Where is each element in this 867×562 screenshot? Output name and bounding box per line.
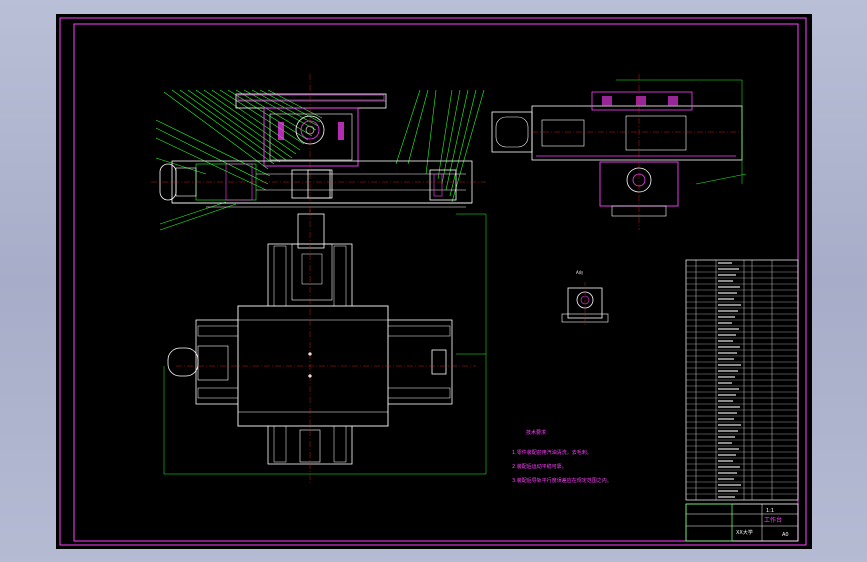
bom-row-text-mark [718,400,733,402]
bom-row-text-mark [718,274,736,276]
bom-row-text-mark [718,328,739,330]
bom-row-text-mark [718,454,736,456]
bom-row-text-mark [718,322,732,324]
bom-row-text-mark [718,430,738,432]
bom-row-text-mark [718,298,734,300]
title-block: 工作台 XX大学 1:1 A0 [685,503,799,542]
bom-row-text-mark [718,412,737,414]
bom-row-text-mark [718,472,737,474]
bom-row-text-mark [718,490,738,492]
bom-row-text-mark [718,292,737,294]
drawing-outer-frame [59,17,807,546]
bom-row-text-mark [718,346,740,348]
detail-label: A向 [576,269,583,275]
bom-row-text-mark [718,496,735,498]
technical-notes: 技术要求 1.零件装配前用汽油清洗，去毛刺。 2.装配后运动平稳可靠。 3.装配… [512,429,612,484]
bom-row-text-mark [718,364,741,366]
bom-table [685,259,799,501]
bom-row-text-mark [718,418,734,420]
bom-row-text-mark [718,316,735,318]
bom-row-text-mark [718,310,738,312]
assembly-drawing: A向 技术要求 1.零件装配前用汽油清洗，去毛刺。 2.装配后运动平稳可靠。 3… [59,17,807,546]
side-view [491,74,747,230]
bom-row-text-mark [718,466,740,468]
title-block-drawing-title: 工作台 [764,516,782,524]
notes-line-2: 2.装配后运动平稳可靠。 [512,463,567,470]
notes-line-1: 1.零件装配前用汽油清洗，去毛刺。 [512,449,592,456]
title-block-ratio: 1:1 [766,508,774,514]
bom-row-text-mark [718,460,733,462]
title-block-school: XX大学 [736,529,753,536]
bom-row-text-mark [718,370,738,372]
detail-view: A向 [561,269,609,326]
bom-row-text-mark [718,478,734,480]
bom-row-text-mark [718,442,732,444]
bom-row-text-mark [718,448,739,450]
drawing-inner-frame [73,23,799,542]
bom-row-text-mark [718,262,732,264]
bom-row-text-mark [718,352,737,354]
notes-heading: 技术要求 [526,429,546,436]
bom-row-text-mark [718,406,740,408]
bom-row-text-mark [718,358,734,360]
bom-row-text-mark [718,286,740,288]
cad-viewport[interactable]: A向 技术要求 1.零件装配前用汽油清洗，去毛刺。 2.装配后运动平稳可靠。 3… [56,14,812,549]
bom-row-text-mark [718,268,739,270]
title-block-sheet: A0 [782,532,789,538]
bom-row-text-mark [718,424,741,426]
bom-row-text-mark [718,436,735,438]
bom-row-text-mark [718,388,739,390]
notes-line-3: 3.装配后导轨平行度误差应在规定范围之内。 [512,477,612,484]
bom-row-text-mark [718,484,741,486]
bom-row-text-mark [718,382,732,384]
bom-row-text-mark [718,376,735,378]
bom-row-text-mark [718,334,736,336]
bom-row-text-mark [718,280,733,282]
front-view [151,74,486,231]
plan-view [163,210,487,484]
bom-row-text-mark [718,304,741,306]
bom-row-text-mark [718,340,733,342]
bom-row-text-mark [718,394,736,396]
